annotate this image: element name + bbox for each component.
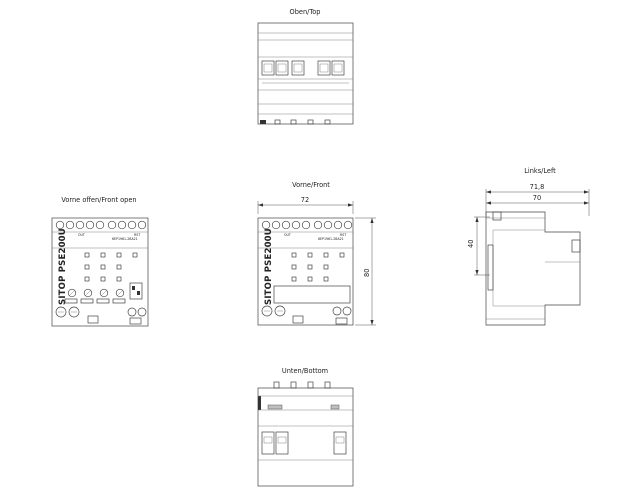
front-open-potentiometers [67, 288, 125, 298]
front-open-out-label: OUT [78, 233, 85, 237]
left-din-rail-slot [487, 244, 494, 291]
top-view-title: Oben/Top [290, 8, 321, 16]
bottom-output-terminal-block [333, 431, 347, 455]
left-depth-overall-dimension: 71,8 [485, 183, 590, 216]
front-order-number: 6EP1961-2BA21 [318, 237, 344, 241]
bottom-input-terminal-block [261, 431, 289, 455]
bottom-view-outline [257, 387, 354, 487]
front-open-top-terminals [55, 220, 147, 230]
left-height-value: 40 [467, 240, 475, 248]
front-open-brand: SITOP PSE200U [58, 228, 68, 305]
front-height-dimension: 80 [355, 217, 376, 326]
front-open-view: Vorne offen/Front open OUT RST 6EP1961-2… [51, 196, 149, 327]
front-top-terminals [261, 220, 353, 230]
left-view-outline [485, 211, 581, 326]
front-view-title: Vorne/Front [292, 181, 330, 189]
bottom-view: Unten/Bottom [257, 367, 354, 487]
front-width-value: 72 [301, 196, 309, 204]
front-view: Vorne/Front 72 80 OU [257, 181, 376, 326]
front-rst-label: RST [340, 233, 346, 237]
left-view: Links/Left 71,8 70 40 [467, 167, 590, 326]
front-led-grid [291, 252, 345, 282]
front-view-outline [257, 217, 354, 326]
left-height-dimension: 40 [467, 216, 490, 276]
front-width-dimension: 72 [257, 196, 354, 214]
front-brand: SITOP PSE200U [264, 228, 274, 305]
left-depth-overall-value: 71,8 [530, 183, 545, 191]
bottom-view-title: Unten/Bottom [282, 367, 328, 375]
front-open-dip-switch [129, 282, 143, 300]
front-cover-window [273, 285, 351, 304]
front-height-value: 80 [363, 269, 371, 277]
front-out-label: OUT [284, 233, 291, 237]
left-view-title: Links/Left [524, 167, 556, 175]
top-view-outline [257, 22, 354, 125]
left-depth-value: 70 [533, 194, 541, 202]
front-open-rst-label: RST [134, 233, 140, 237]
front-open-order-number: 6EP1961-2BA21 [112, 237, 138, 241]
top-view: Oben/Top [257, 8, 354, 125]
front-bottom-terminals [261, 305, 352, 325]
left-depth-dimension: 70 [486, 194, 589, 205]
front-open-outline [51, 217, 149, 327]
front-open-led-grid [84, 252, 138, 282]
front-open-bottom-terminals [55, 306, 147, 325]
front-open-label-strip [64, 298, 126, 304]
front-open-view-title: Vorne offen/Front open [61, 196, 136, 204]
